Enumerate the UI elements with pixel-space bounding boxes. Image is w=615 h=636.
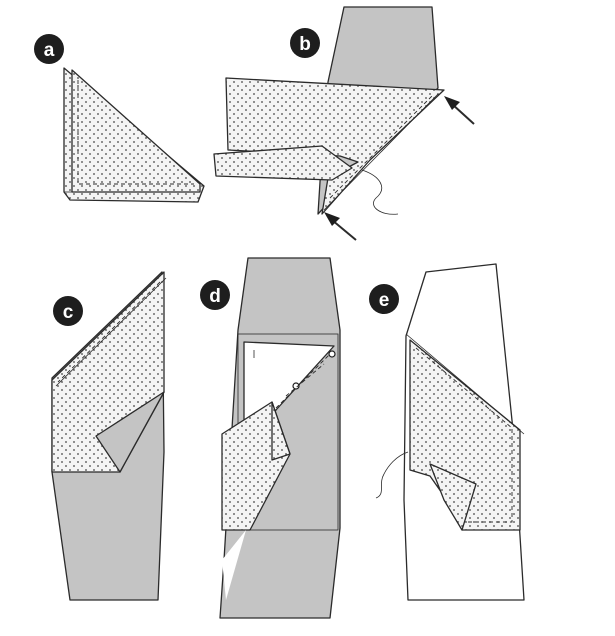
stitch-line — [415, 347, 513, 523]
pin-head-lower — [292, 382, 300, 390]
stitch-line — [275, 351, 333, 409]
step-badge-e: e — [369, 284, 399, 314]
step-label: d — [209, 286, 221, 307]
folded-triangle-front — [71, 69, 201, 193]
step-b-illustration — [213, 6, 475, 241]
pin-line — [285, 363, 325, 397]
stitch-line — [57, 281, 161, 383]
edge-line — [55, 277, 167, 387]
step-badge-a: a — [34, 34, 64, 64]
dotted-facing-large — [225, 77, 445, 215]
step-a-illustration — [63, 67, 205, 203]
step-badge-c: c — [53, 296, 83, 326]
step-badge-d: d — [200, 280, 230, 310]
folded-flap — [429, 463, 477, 531]
folded-flap — [95, 391, 165, 473]
step-label: e — [379, 290, 390, 311]
step-d-illustration — [219, 257, 341, 619]
folded-flap — [271, 401, 291, 461]
step-label: a — [44, 40, 55, 61]
step-e-illustration — [375, 263, 525, 601]
stitch-line — [329, 95, 433, 199]
edge-line — [323, 93, 439, 211]
arrow-lower — [324, 212, 357, 241]
step-c-illustration — [51, 271, 167, 601]
thread-tail — [375, 451, 409, 499]
step-label: b — [299, 34, 311, 55]
dotted-facing-flap — [213, 145, 353, 181]
white-gap — [222, 530, 246, 600]
step-label: c — [63, 302, 74, 323]
edge-line — [405, 333, 525, 435]
thread-tail — [361, 169, 399, 215]
step-badge-b: b — [290, 28, 320, 58]
pin-head-upper — [328, 350, 336, 358]
arrow-upper — [444, 96, 475, 125]
